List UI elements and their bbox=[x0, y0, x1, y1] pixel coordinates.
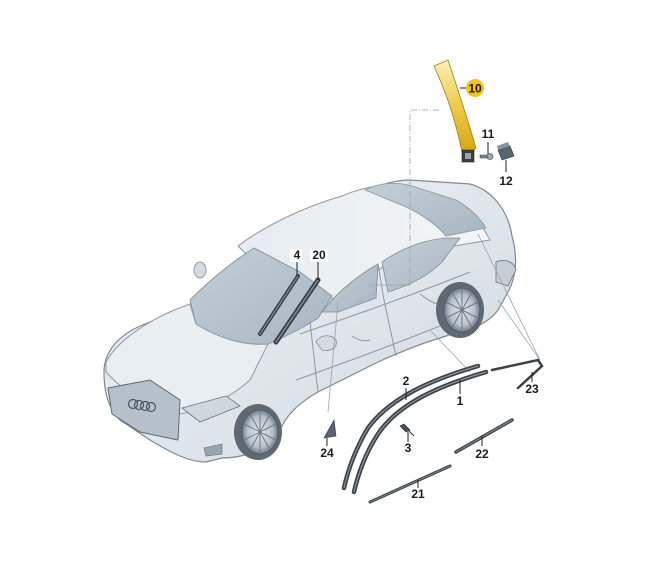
car-front-side-window bbox=[321, 263, 379, 313]
label-4: 4 bbox=[294, 248, 301, 262]
car-left-mirror bbox=[193, 261, 207, 279]
part-20-seal[interactable] bbox=[273, 277, 321, 345]
label-11: 11 bbox=[482, 127, 495, 141]
callout-10-badge bbox=[466, 79, 484, 97]
car-fog-light bbox=[203, 443, 223, 457]
part-4-seal[interactable] bbox=[258, 274, 300, 336]
label-22: 22 bbox=[475, 447, 489, 461]
label-24: 24 bbox=[320, 446, 334, 460]
car-tail-light bbox=[495, 260, 517, 287]
part-1-seal[interactable] bbox=[351, 369, 489, 495]
car-rear-wheel bbox=[436, 282, 484, 338]
guide-lines bbox=[327, 109, 541, 413]
label-2: 2 bbox=[403, 374, 410, 388]
car-rear-side-window bbox=[381, 237, 461, 293]
label-12: 12 bbox=[499, 174, 513, 188]
part-21-trim-strip[interactable] bbox=[368, 464, 452, 504]
car-illustration bbox=[103, 179, 517, 463]
label-21: 21 bbox=[411, 487, 425, 501]
part-3-clip[interactable] bbox=[399, 423, 415, 437]
label-10: 10 bbox=[468, 82, 482, 96]
part-10-trim-panel[interactable] bbox=[433, 59, 477, 163]
label-23: 23 bbox=[525, 382, 539, 396]
part-11-screw[interactable] bbox=[479, 153, 494, 160]
car-rear-glass bbox=[364, 182, 487, 237]
part-23-seal[interactable] bbox=[490, 358, 544, 390]
car-right-mirror bbox=[315, 335, 337, 351]
part-24-triangle-cover[interactable] bbox=[323, 419, 337, 439]
part-12-cap[interactable] bbox=[497, 142, 515, 161]
audi-rings-logo bbox=[127, 398, 157, 413]
label-1: 1 bbox=[457, 394, 464, 408]
part-2-seal[interactable] bbox=[341, 363, 481, 491]
callouts: 10 11 12 4 20 2 1 3 23 22 21 bbox=[290, 79, 539, 501]
part-22-trim-strip[interactable] bbox=[454, 418, 514, 454]
label-3: 3 bbox=[405, 441, 412, 455]
label-20: 20 bbox=[312, 248, 326, 262]
car-front-wheel bbox=[234, 404, 282, 460]
car-headlight bbox=[181, 395, 241, 423]
